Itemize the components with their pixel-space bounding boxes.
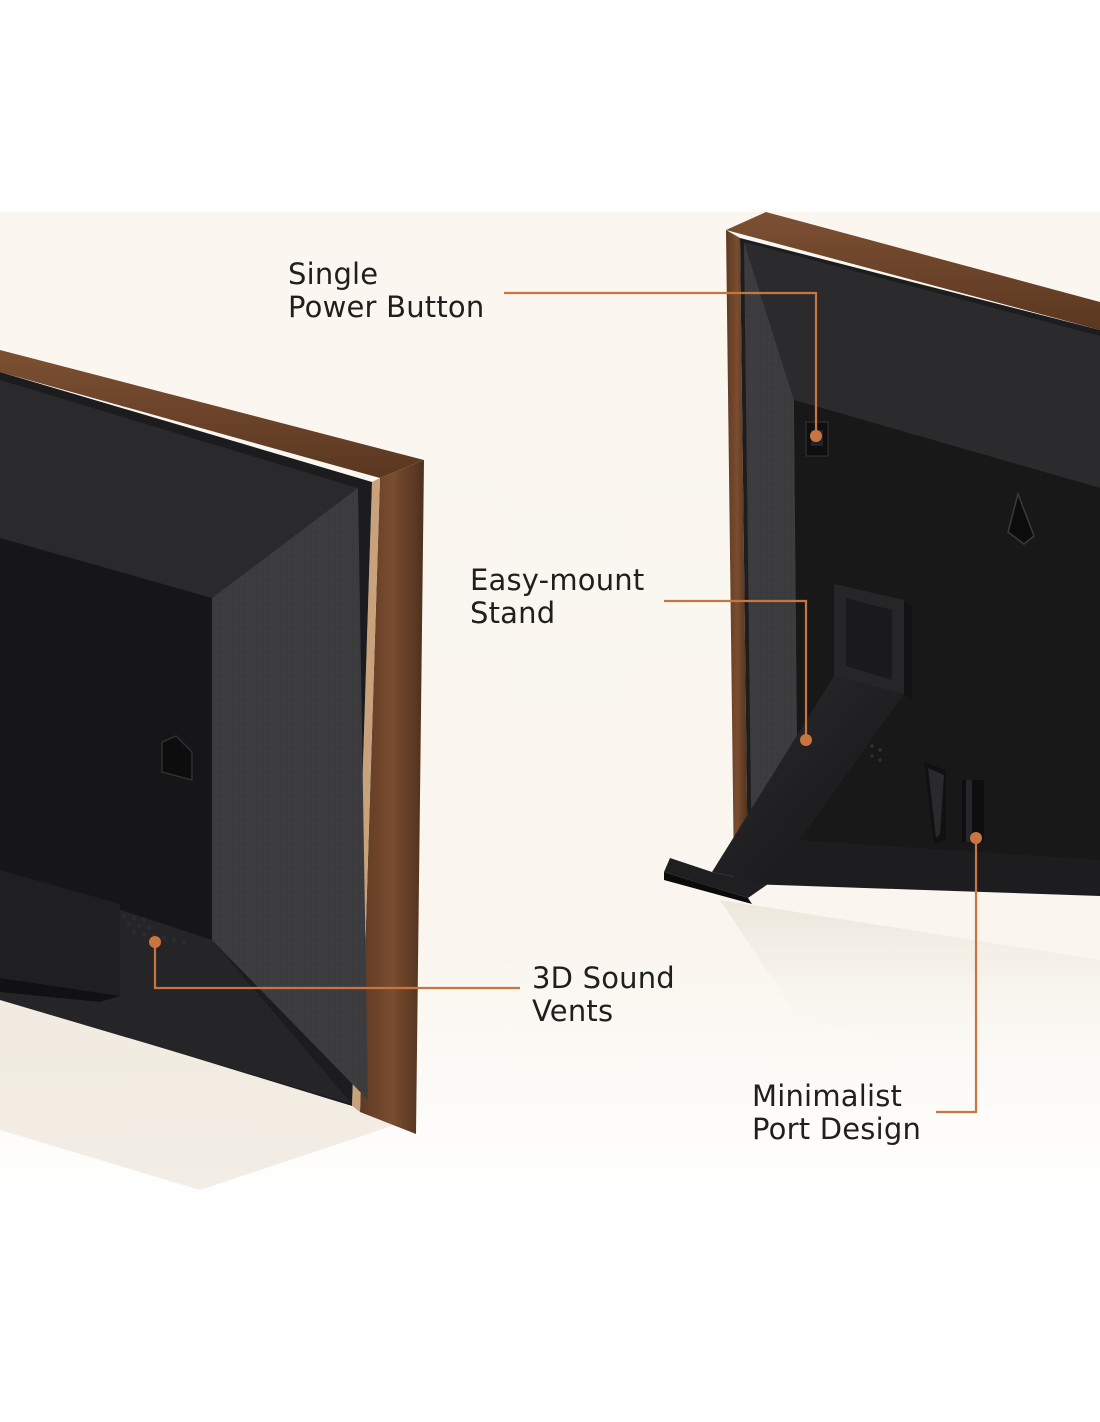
callout-dots (149, 430, 982, 948)
left-frame-back-plate (0, 538, 212, 940)
port-marker (970, 832, 982, 844)
left-frame-wood-side (360, 460, 424, 1134)
left-frame-bevel (212, 488, 368, 1100)
callout-stand-line2: Stand (470, 596, 556, 630)
right-frame-wood-top (726, 212, 1100, 330)
right-frame-hang-slot (1007, 491, 1035, 545)
sound-vent-marker (149, 936, 161, 948)
power-button-marker (810, 430, 822, 442)
callout-port-line1: Minimalist (752, 1079, 903, 1113)
sound-vent-grille (121, 913, 187, 945)
callout-power-line2: Power Button (288, 290, 485, 324)
stand-marker (800, 734, 812, 746)
callout-sound-line2: Vents (532, 994, 614, 1028)
callout-stand-line1: Easy-mount (470, 563, 645, 597)
right-frame (664, 212, 1100, 1090)
sound-vent-leader (153, 942, 520, 990)
callout-port-line2: Port Design (752, 1112, 922, 1146)
port-leader (936, 838, 978, 1114)
callout-port: Minimalist Port Design (752, 1080, 921, 1146)
callout-lines (153, 291, 978, 1114)
power-button-leader (504, 291, 818, 436)
easy-mount-stand (664, 584, 912, 904)
callout-sound-vents: 3D Sound Vents (532, 962, 675, 1028)
right-frame-wood-side (726, 230, 748, 884)
left-frame-hang-slot (161, 735, 193, 781)
port-cable (962, 780, 984, 842)
left-frame-wood-top (0, 350, 424, 478)
callout-stand: Easy-mount Stand (470, 564, 644, 630)
callout-power-button: Single Power Button (288, 258, 484, 324)
callout-power-line1: Single (288, 257, 379, 291)
stand-leader (664, 599, 808, 740)
callout-sound-line1: 3D Sound (532, 961, 675, 995)
